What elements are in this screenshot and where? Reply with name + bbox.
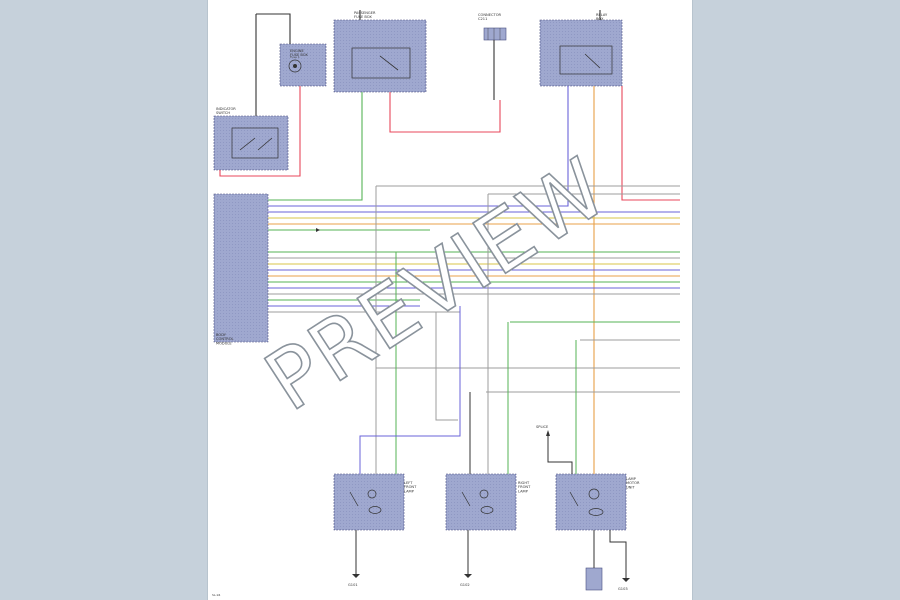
left-front-lamp	[333, 473, 405, 531]
switch-lever-icon	[257, 137, 273, 151]
wire-green	[268, 92, 363, 201]
wiring-bus	[268, 185, 680, 393]
wire-violet	[268, 86, 569, 207]
fuse-terminal-label: Fuse 1	[290, 55, 300, 59]
wire-black	[256, 13, 291, 44]
preview-watermark: PREVIEW	[250, 140, 625, 430]
switch-icon	[569, 491, 579, 507]
lamp-motor-unit	[555, 473, 627, 531]
wire-gray	[435, 312, 458, 421]
wire-violet	[359, 306, 461, 474]
ground-right-label: G103	[618, 587, 628, 591]
wire-red	[389, 92, 501, 133]
relay-coil-icon	[559, 45, 613, 75]
ground-symbol-icon	[464, 574, 472, 578]
switch-lever-icon	[239, 137, 256, 151]
relay-coil-icon	[351, 47, 411, 79]
ground-mid-label: G102	[460, 583, 470, 587]
arrow-icon	[316, 228, 320, 232]
motor-icon	[479, 489, 489, 499]
bulb-icon	[368, 506, 382, 514]
fuse-icon	[288, 59, 302, 73]
wire-red	[621, 86, 680, 201]
ground-left-label: G101	[348, 583, 358, 587]
bulb-icon	[480, 506, 494, 514]
motor-icon	[588, 488, 600, 500]
switch-contact-icon	[231, 127, 279, 159]
wire-red	[219, 86, 301, 177]
relay-switch-icon	[379, 55, 399, 71]
fuse-box-engine	[279, 43, 327, 87]
wire-black	[547, 436, 573, 474]
connector-c211	[483, 27, 507, 41]
relay-switch-icon	[584, 53, 601, 69]
ground-connector	[585, 567, 603, 591]
vertical-drops	[352, 186, 630, 582]
right-front-lamp	[445, 473, 517, 531]
arrow-up-icon	[546, 430, 550, 436]
indicator-switch-box	[213, 115, 289, 171]
switch-icon	[349, 491, 359, 507]
top-wiring	[219, 10, 680, 474]
page-number: SL-94	[212, 593, 221, 597]
motor-icon	[367, 489, 377, 499]
ground-symbol-icon	[352, 574, 360, 578]
switch-icon	[461, 491, 471, 507]
ground-symbol-icon	[622, 578, 630, 582]
wire-black	[609, 530, 627, 578]
fuse-dot-icon	[293, 64, 297, 68]
relay-box	[539, 19, 623, 87]
component-boxes	[213, 19, 627, 591]
body-control-module	[213, 193, 269, 343]
splice-label: SPLICE	[536, 425, 549, 429]
bulb-icon	[588, 508, 604, 516]
